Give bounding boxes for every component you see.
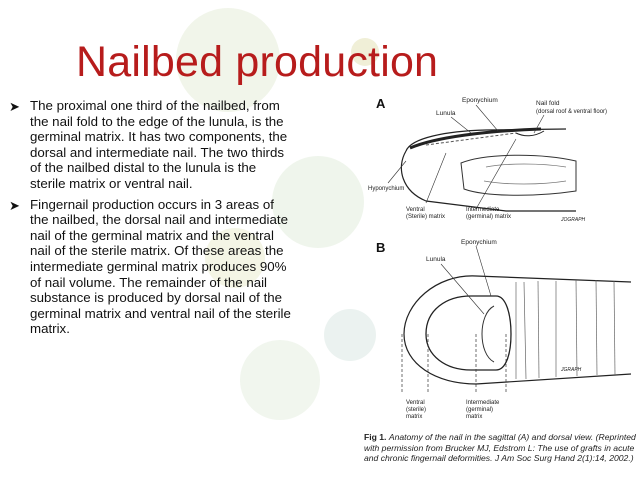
- label-nail-fold: Nail fold: [536, 100, 560, 107]
- label-ventral: Ventral: [406, 207, 425, 213]
- bullet-list: ➤ The proximal one third of the nailbed,…: [8, 98, 292, 342]
- illustrator-signature: JOGRAPH: [560, 217, 586, 223]
- label-intermediate-matrix: matrix: [466, 414, 482, 420]
- nail-sagittal-diagram: A Eponychium Lunula Nail fold (dorsal ro…: [368, 96, 607, 223]
- label-hyponychium: Hyponychium: [368, 186, 404, 192]
- bullet-text: Fingernail production occurs in 3 areas …: [30, 196, 291, 337]
- panel-a-letter: A: [376, 96, 386, 111]
- illustrator-signature: JGRAPH: [560, 367, 582, 373]
- label-ventral: Ventral: [406, 400, 425, 406]
- label-lunula: Lunula: [426, 256, 446, 263]
- panel-b-letter: B: [376, 240, 385, 255]
- figure-caption: Fig 1. Anatomy of the nail in the sagitt…: [364, 432, 636, 464]
- label-ventral-matrix: matrix: [406, 414, 422, 420]
- label-eponychium: Eponychium: [461, 239, 497, 246]
- nail-dorsal-diagram: B Eponychium Lunula Ventral (sterile) ma…: [376, 239, 632, 420]
- bullet-item: ➤ The proximal one third of the nailbed,…: [8, 98, 292, 192]
- caption-figure-number: Fig 1.: [364, 432, 387, 442]
- arrowhead-bullet-icon: ➤: [9, 99, 20, 114]
- label-ventral-matrix: (Sterile) matrix: [406, 214, 445, 220]
- arrowhead-bullet-icon: ➤: [9, 197, 20, 213]
- label-eponychium: Eponychium: [462, 97, 498, 104]
- bullet-text: The proximal one third of the nailbed, f…: [30, 98, 288, 191]
- slide-title: Nailbed production: [76, 38, 439, 86]
- label-intermediate-matrix: (germinal) matrix: [466, 214, 511, 220]
- label-lunula: Lunula: [436, 110, 456, 117]
- label-intermediate: Intermediate: [466, 207, 500, 213]
- label-nail-fold-detail: (dorsal roof & ventral floor): [536, 109, 607, 115]
- caption-text: Anatomy of the nail in the sagittal (A) …: [364, 432, 636, 464]
- label-intermediate: Intermediate: [466, 400, 500, 406]
- label-ventral-sterile: (sterile): [406, 407, 426, 413]
- label-intermediate-germinal: (germinal): [466, 407, 493, 413]
- bullet-item: ➤ Fingernail production occurs in 3 area…: [8, 197, 292, 337]
